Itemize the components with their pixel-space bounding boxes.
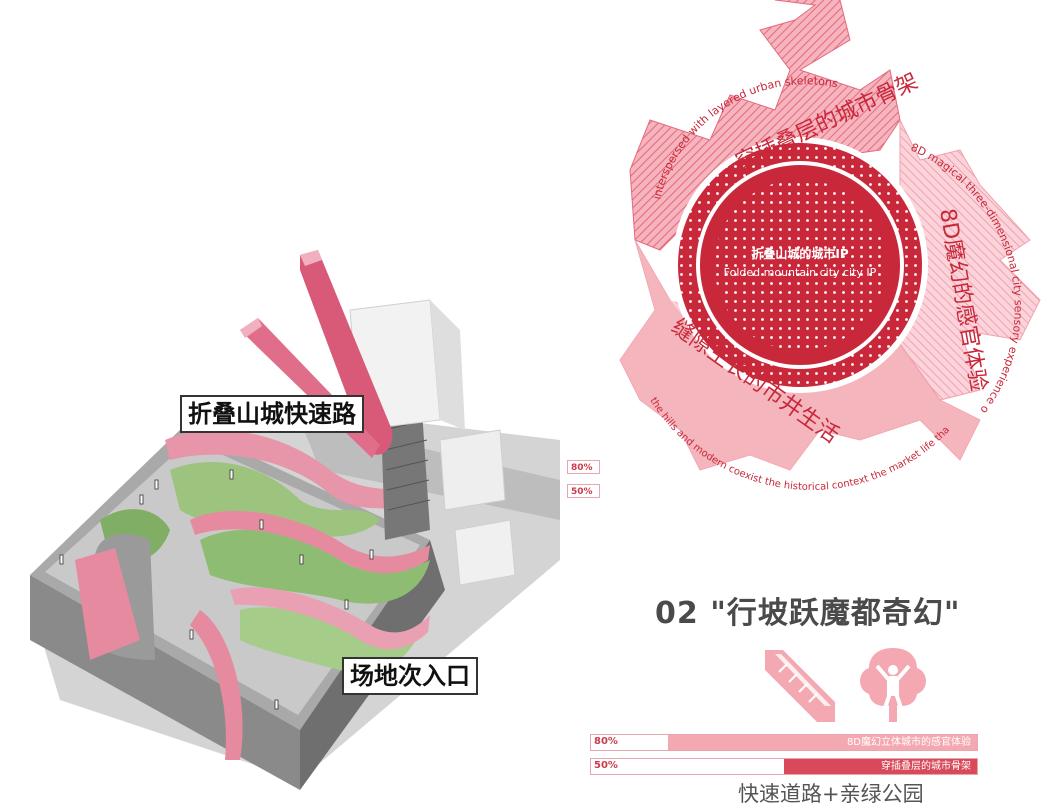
expressway-callout: 折叠山城快速路	[180, 395, 364, 433]
center-label-en: Folded mountain city city IP	[724, 266, 877, 279]
bar-2-percent: 50%	[594, 760, 618, 771]
bar-2-label: 穿插叠层的城市骨架	[881, 761, 971, 772]
center-label-cn: 折叠山城的城市IP	[751, 246, 848, 261]
mini-bar-80: 80%	[567, 460, 600, 474]
stair-ramp-icon	[765, 650, 835, 722]
concept-circle-diagram: interspersed with layered urban skeleton…	[560, 0, 1041, 493]
bar-2-fill	[784, 759, 977, 774]
bottom-caption: 快速道路+亲绿公园	[738, 782, 924, 806]
bar-1-label: 8D魔幻立体城市的感官体验	[846, 737, 971, 748]
entrance-callout: 场地次入口	[342, 657, 478, 695]
bar-2-track: 穿插叠层的城市骨架	[590, 758, 978, 775]
mini-bar-50: 50%	[567, 484, 600, 498]
bar-1-percent: 80%	[594, 736, 618, 747]
bar-1-fill	[668, 735, 977, 750]
bar-1-track: 8D魔幻立体城市的感官体验	[590, 734, 978, 751]
site-axonometric-illustration	[30, 250, 560, 790]
section-heading: 02 "行坡跃魔都奇幻"	[655, 596, 961, 631]
tree-person-icon	[860, 648, 926, 722]
